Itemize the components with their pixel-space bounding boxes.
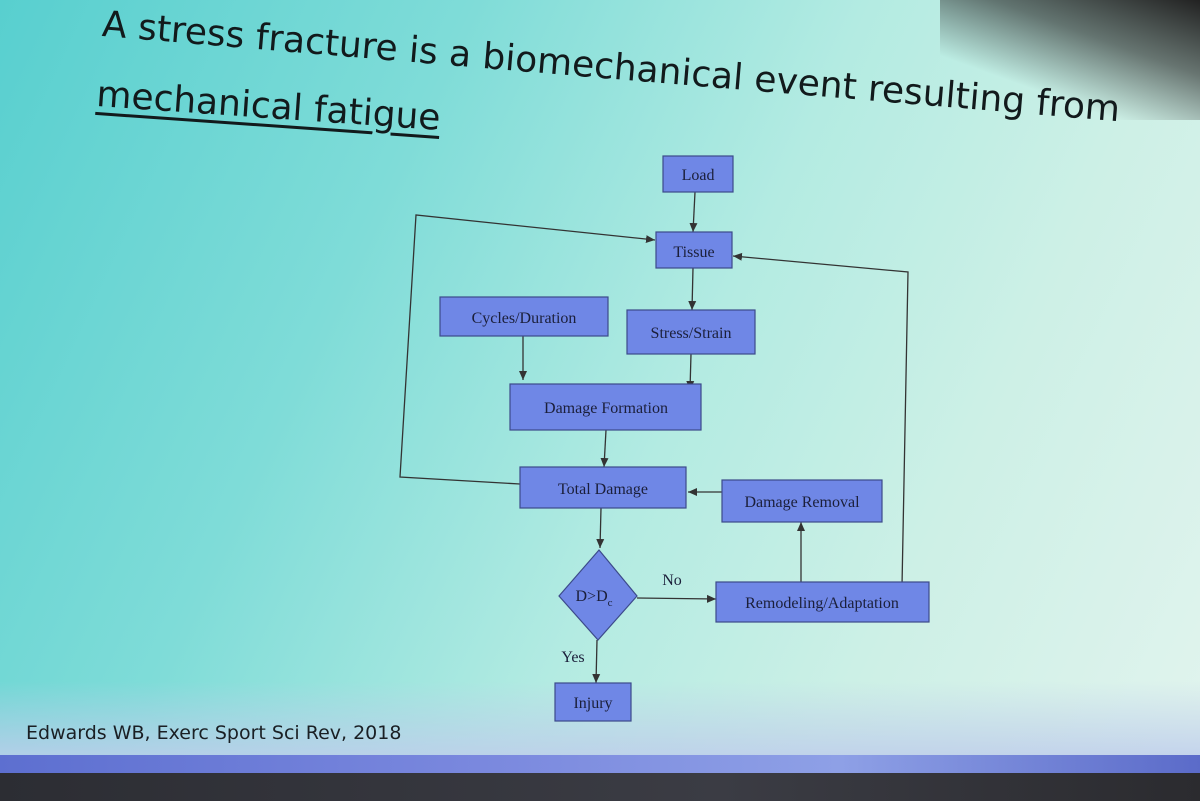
node-load-label: Load [682, 167, 715, 184]
node-stress-strain-label: Stress/Strain [651, 325, 732, 342]
projector-border-bottom [0, 773, 1200, 801]
slide-citation: Edwards WB, Exerc Sport Sci Rev, 2018 [26, 722, 402, 744]
edge-tissue-stress [688, 267, 697, 311]
node-decision: D>Dc [558, 549, 638, 641]
node-cycles-duration-label: Cycles/Duration [472, 310, 577, 327]
node-total-damage-label: Total Damage [558, 481, 648, 498]
edge-decision-injury [592, 639, 601, 684]
node-tissue: Tissue [655, 231, 733, 269]
edge-label-yes: Yes [561, 649, 584, 666]
node-injury: Injury [554, 682, 632, 722]
edge-label-no: No [662, 572, 682, 589]
node-remodeling-adaptation-label: Remodeling/Adaptation [745, 595, 899, 612]
node-damage-removal-label: Damage Removal [744, 494, 860, 511]
node-cycles-duration: Cycles/Duration [439, 296, 609, 337]
edge-total-feedback-tissue [399, 214, 656, 485]
node-tissue-label: Tissue [673, 244, 714, 261]
node-damage-removal: Damage Removal [721, 479, 883, 523]
node-decision-main: D>D [575, 588, 607, 605]
node-remodeling-adaptation: Remodeling/Adaptation [715, 581, 930, 623]
node-damage-formation-label: Damage Formation [544, 400, 668, 417]
edge-load-tissue [689, 191, 698, 233]
node-load: Load [662, 155, 734, 193]
node-total-damage: Total Damage [519, 466, 687, 509]
footer-strip [0, 755, 1200, 773]
node-injury-label: Injury [573, 695, 612, 712]
node-stress-strain: Stress/Strain [626, 309, 756, 355]
node-decision-subscript: c [608, 597, 613, 609]
projector-border-corner [940, 0, 1200, 120]
node-decision-label: D>Dc [575, 588, 612, 609]
node-damage-formation: Damage Formation [509, 383, 702, 431]
edge-decision-remodeling [636, 594, 717, 603]
edge-remodeling-feedback-tissue [732, 252, 909, 587]
edge-total-decision [596, 507, 605, 549]
edge-damage-total [600, 429, 609, 468]
edges [399, 191, 909, 684]
